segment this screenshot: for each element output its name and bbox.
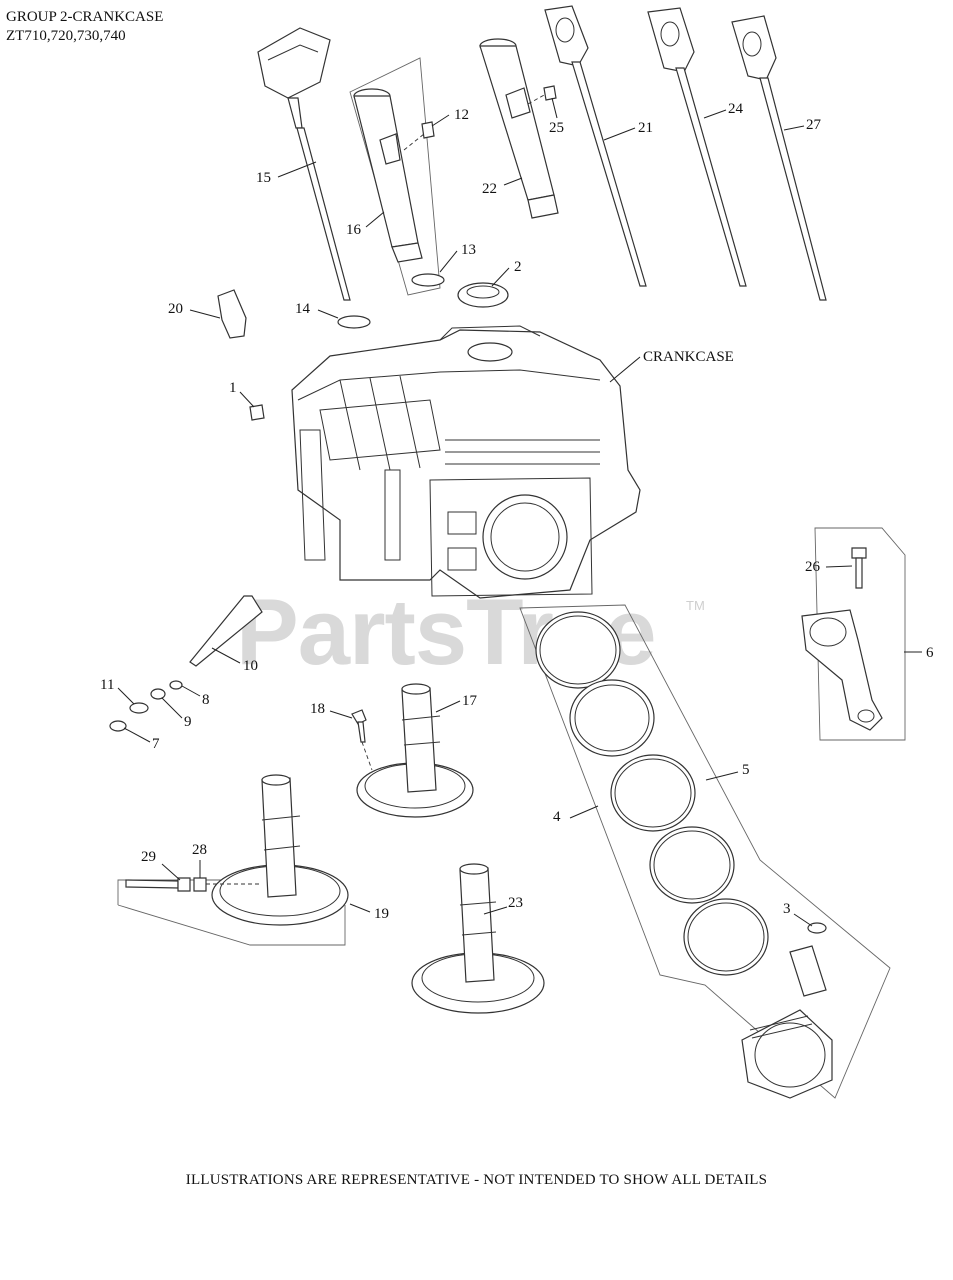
callout-7: 7	[152, 736, 160, 752]
leader-lines	[117, 97, 922, 927]
piston-pin	[789, 945, 827, 997]
callout-24: 24	[728, 101, 743, 117]
callout-29: 29	[141, 849, 156, 865]
callout-13: 13	[461, 242, 476, 258]
callout-15: 15	[256, 170, 271, 186]
part-11-washer	[129, 702, 149, 714]
callout-5: 5	[742, 762, 750, 778]
callout-18: 18	[310, 701, 325, 717]
callout-9: 9	[184, 714, 192, 730]
callout-2: 2	[514, 259, 522, 275]
callout-16: 16	[346, 222, 361, 238]
callout-11: 11	[100, 677, 115, 693]
part-3-clip	[807, 922, 827, 934]
part-12-screw	[403, 121, 435, 151]
part-6-connecting-rod	[801, 609, 883, 731]
part-14-gasket	[337, 315, 371, 329]
part-26-bolt	[851, 547, 867, 589]
callout-22: 22	[482, 181, 497, 197]
group-outline-rings	[519, 604, 891, 1099]
part-2-seal	[457, 282, 509, 308]
part-22-dipstick-tube	[479, 38, 559, 219]
part-10-pushrod	[189, 595, 263, 667]
callout-8: 8	[202, 692, 210, 708]
group-outline-connecting-rod	[814, 527, 906, 741]
group-title: GROUP 2-CRANKCASE	[6, 9, 164, 25]
part-24-dipstick	[647, 7, 747, 287]
callout-1: 1	[229, 380, 237, 396]
part-9-washer	[150, 688, 166, 700]
part-18-bolt	[351, 709, 373, 771]
callout-6: 6	[926, 645, 934, 661]
crankcase-block	[291, 325, 641, 599]
part-19-camshaft-gear	[211, 774, 349, 926]
part-8-o-ring	[169, 680, 183, 690]
callout-3: 3	[783, 901, 791, 917]
part-16-dipstick-tube	[353, 88, 423, 263]
watermark-tm: TM	[686, 598, 705, 613]
callout-12: 12	[454, 107, 469, 123]
part-29-pin	[125, 877, 191, 892]
part-20-bracket	[217, 289, 247, 339]
part-15-dipstick	[257, 27, 351, 301]
part-21-dipstick	[544, 5, 647, 287]
callout-4: 4	[553, 809, 561, 825]
part-1-plug	[249, 404, 265, 421]
callout-26: 26	[805, 559, 820, 575]
part-25-screw	[527, 85, 557, 105]
callout-crankcase: CRANKCASE	[643, 349, 734, 365]
part-7-washer	[109, 720, 127, 732]
callout-27: 27	[806, 117, 821, 133]
part-27-dipstick	[731, 15, 827, 301]
footer-disclaimer: ILLUSTRATIONS ARE REPRESENTATIVE - NOT I…	[185, 1172, 768, 1188]
part-23-camshaft-gear	[411, 863, 545, 1014]
part-5-piston-rings	[535, 611, 769, 976]
part-17-camshaft-gear	[356, 683, 474, 818]
callout-10: 10	[243, 658, 258, 674]
model-list: ZT710,720,730,740	[6, 28, 126, 44]
callout-23: 23	[508, 895, 523, 911]
callout-19: 19	[374, 906, 389, 922]
group-outline-camshaft-19	[117, 879, 346, 946]
callout-25: 25	[549, 120, 564, 136]
callout-28: 28	[192, 842, 207, 858]
callout-21: 21	[638, 120, 653, 136]
piston	[741, 1009, 833, 1099]
callout-20: 20	[168, 301, 183, 317]
callout-14: 14	[295, 301, 310, 317]
part-28-spring	[193, 877, 262, 892]
part-13-o-ring	[411, 273, 445, 287]
diagram-header: GROUP 2-CRANKCASE ZT710,720,730,740	[6, 8, 163, 46]
callout-17: 17	[462, 693, 477, 709]
